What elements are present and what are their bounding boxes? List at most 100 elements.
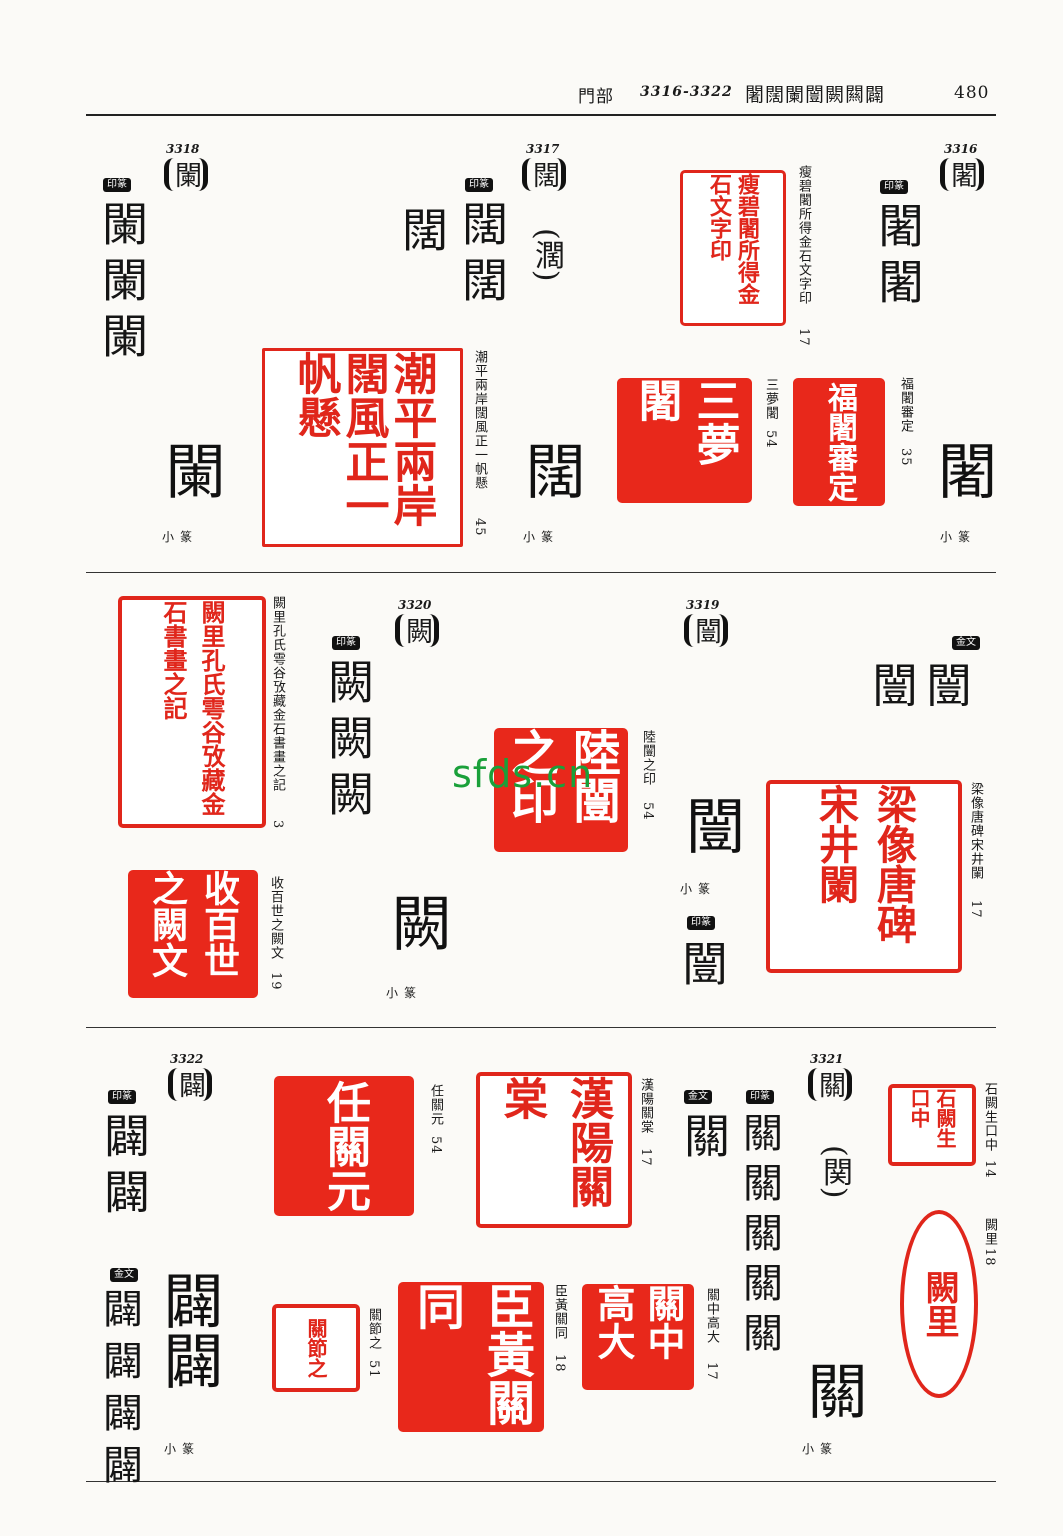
variant-character: (濶) <box>529 228 564 282</box>
bronze-script-badge: 金文 <box>684 1090 712 1104</box>
small-seal-glyph: 闍 <box>927 440 997 500</box>
header-rule <box>86 114 996 116</box>
seal-caption: 臣黃關同 <box>552 1284 567 1340</box>
script-label: 小篆 <box>523 530 560 544</box>
seal-impression: 闕里孔氏雩谷攷藏金石書畫之記 <box>118 596 266 828</box>
seal-impression: 潮平兩岸闊風正一帆懸 <box>262 348 463 547</box>
entry-number-3318: 3318 <box>166 142 200 156</box>
seal-caption: 陸闓之印 <box>640 730 655 786</box>
entry-number-3320: 3320 <box>398 598 432 612</box>
seal-caption: 關中高大 <box>704 1288 719 1344</box>
bronze-script-badge: 金文 <box>110 1268 138 1282</box>
seal-script-badge: 印篆 <box>103 178 131 192</box>
seal-caption: 福闍審定 <box>898 377 913 433</box>
seal-caption: 石闕生口中 <box>982 1082 997 1152</box>
small-seal-glyph: 關 <box>797 1360 867 1420</box>
entry-number-3317: 3317 <box>526 142 560 156</box>
seal-caption: 漢陽關棠 <box>638 1078 653 1134</box>
seal-source-number: 17 <box>968 900 983 919</box>
head-character-3318: 闌 <box>164 158 208 191</box>
seal-impression: 關中高大 <box>582 1284 694 1390</box>
stamp-glyph-forms: 闊闊 <box>455 200 509 312</box>
seal-caption: 收百世之闕文 <box>268 876 283 960</box>
seal-source-number: 3 <box>270 820 285 830</box>
header-characters: 闍闊闌闓闕闗闢 <box>745 84 886 106</box>
seal-impression: 三夢闍 <box>617 378 752 503</box>
seal-script-badge: 印篆 <box>108 1090 136 1104</box>
bronze-glyph-forms: 闓闓 <box>872 659 980 713</box>
bronze-glyph-forms: 闢闢闢闢 <box>96 1288 142 1496</box>
head-character-3320: 闕 <box>395 614 439 647</box>
stamp-glyph-forms: 闢闢 <box>97 1112 151 1224</box>
script-label: 小篆 <box>386 986 423 1000</box>
small-seal-glyph: 闊 <box>515 440 585 500</box>
seal-impression: 臣黃關同 <box>398 1282 544 1432</box>
seal-impression: 瘦碧闍所得金石文字印 <box>680 170 786 326</box>
section-divider <box>86 1027 996 1028</box>
seal-script-badge: 印篆 <box>687 916 715 930</box>
head-character-3321: 關 <box>808 1068 852 1101</box>
bronze-script-badge: 金文 <box>952 636 980 650</box>
section-divider <box>86 572 996 573</box>
footer-rule <box>86 1481 996 1482</box>
page-number: 480 <box>954 83 990 103</box>
section-name: 門部 <box>578 87 614 107</box>
entry-number-3316: 3316 <box>944 142 978 156</box>
stamp-glyph-forms: 闌闌闌 <box>95 200 149 368</box>
script-label: 小篆 <box>164 1442 201 1456</box>
head-character-3316: 闍 <box>940 158 984 191</box>
seal-impression: 闕里 <box>900 1210 978 1398</box>
script-label: 小篆 <box>940 530 977 544</box>
seal-source-number: 54 <box>640 802 655 821</box>
script-label: 小篆 <box>162 530 199 544</box>
seal-source-number: 17 <box>704 1362 719 1381</box>
seal-source-number: 54 <box>763 430 778 449</box>
seal-caption: 潮平兩岸闊風正一帆懸 <box>472 350 487 490</box>
entry-number-3321: 3321 <box>810 1052 844 1066</box>
seal-script-badge: 印篆 <box>465 178 493 192</box>
seal-caption: 梁像唐碑宋井闌 <box>968 782 983 880</box>
seal-source-number: 14 <box>982 1160 997 1179</box>
seal-impression: 任關元 <box>274 1076 414 1216</box>
seal-caption: 闕里 <box>982 1218 997 1246</box>
extra-glyph-form: 闊 <box>395 206 449 262</box>
head-character-3319: 闓 <box>684 614 728 647</box>
seal-source-number: 51 <box>366 1360 381 1379</box>
variant-character: (関) <box>817 1145 852 1199</box>
seal-impression: 收百世之闕文 <box>128 870 258 998</box>
seal-source-number: 17 <box>638 1148 653 1167</box>
seal-source-number: 18 <box>982 1248 997 1267</box>
head-character-3322: 闢 <box>168 1068 212 1101</box>
stamp-glyph-forms: 闍闍 <box>871 202 925 314</box>
stamp-glyph-forms: 關關關關關 <box>736 1112 782 1362</box>
seal-source-number: 35 <box>898 448 913 467</box>
small-seal-glyph: 闢闢 <box>153 1270 223 1390</box>
small-seal-glyph: 闓 <box>675 795 745 855</box>
seal-impression: 石闕生口中 <box>888 1084 976 1166</box>
seal-impression: 梁像唐碑宋井闌 <box>766 780 962 973</box>
seal-caption: 三夢闍 <box>763 378 778 420</box>
seal-source-number: 54 <box>428 1136 443 1155</box>
seal-caption: 任關元 <box>428 1084 443 1126</box>
seal-source-number: 19 <box>268 972 283 991</box>
seal-caption: 關節之 <box>366 1308 381 1350</box>
seal-source-number: 17 <box>796 328 811 347</box>
small-seal-glyph: 闕 <box>381 892 451 952</box>
script-label: 小篆 <box>680 882 717 896</box>
seal-impression: 陸闓之印 <box>494 728 628 852</box>
seal-script-badge: 印篆 <box>880 180 908 194</box>
stamp-glyph-forms: 闓 <box>675 940 729 996</box>
entry-number-3319: 3319 <box>686 598 720 612</box>
stamp-glyph-forms: 闕闕闕 <box>321 658 375 826</box>
entry-range: 3316-3322 <box>640 84 733 100</box>
seal-impression: 漢陽關棠 <box>476 1072 632 1228</box>
seal-impression: 關節之 <box>272 1304 360 1392</box>
small-seal-glyph: 闌 <box>155 440 225 500</box>
seal-caption: 瘦碧闍所得金石文字印 <box>796 165 811 305</box>
seal-impression: 福闍審定 <box>793 378 885 506</box>
seal-script-badge: 印篆 <box>332 636 360 650</box>
bronze-glyph-forms: 關 <box>677 1112 731 1168</box>
seal-caption: 闕里孔氏雩谷攷藏金石書畫之記 <box>270 596 285 792</box>
seal-source-number: 18 <box>552 1354 567 1373</box>
seal-script-badge: 印篆 <box>746 1090 774 1104</box>
